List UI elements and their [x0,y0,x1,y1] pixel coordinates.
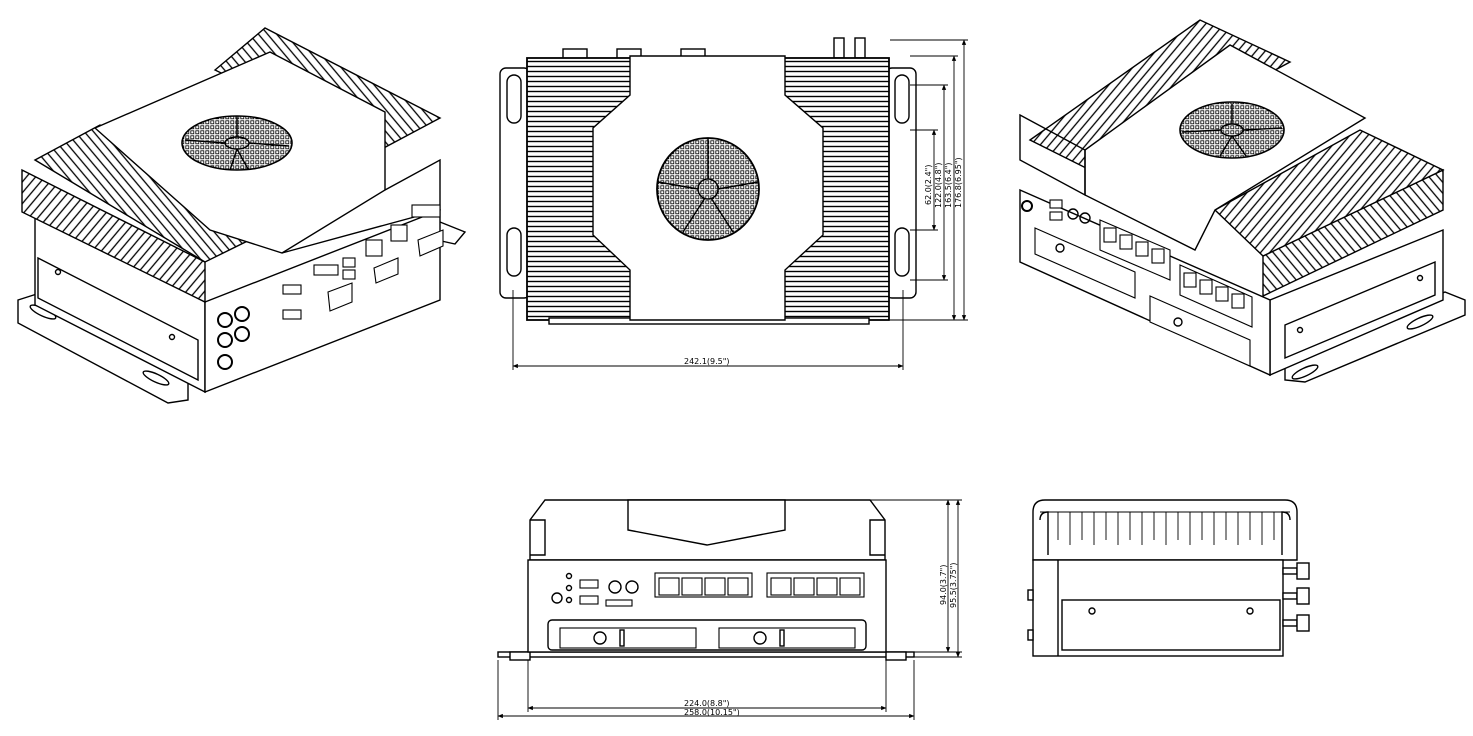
front-view: 94.0(3.7") 95.5(3.75") 224.0(8.8") 258.0… [497,499,962,720]
dim-top-h4: 176.8(6.95") [954,157,963,208]
side-view [1027,499,1310,657]
dim-front-h1: 94.0(3.7") [939,565,948,605]
dim-top-width: 242.1(9.5") [684,357,730,366]
dim-front-w1: 224.0(8.8") [684,699,730,708]
side-fins [1039,511,1291,555]
dim-top-h1: 62.0(2.4") [924,165,933,205]
isometric-view-left [17,27,467,404]
front-ports-left [217,204,444,370]
dim-front-h2: 95.5(3.75") [949,562,958,608]
front-ports-right [1021,199,1253,367]
isometric-view-right [1019,19,1466,383]
top-view: 62.0(2.4") 122.0(4.8") 163.5(6.4") 176.8… [499,37,968,370]
dim-top-h2: 122.0(4.8") [934,162,943,208]
dim-front-w2: 258.0(10.15") [684,708,740,717]
dim-top-h3: 163.5(6.4") [944,162,953,208]
